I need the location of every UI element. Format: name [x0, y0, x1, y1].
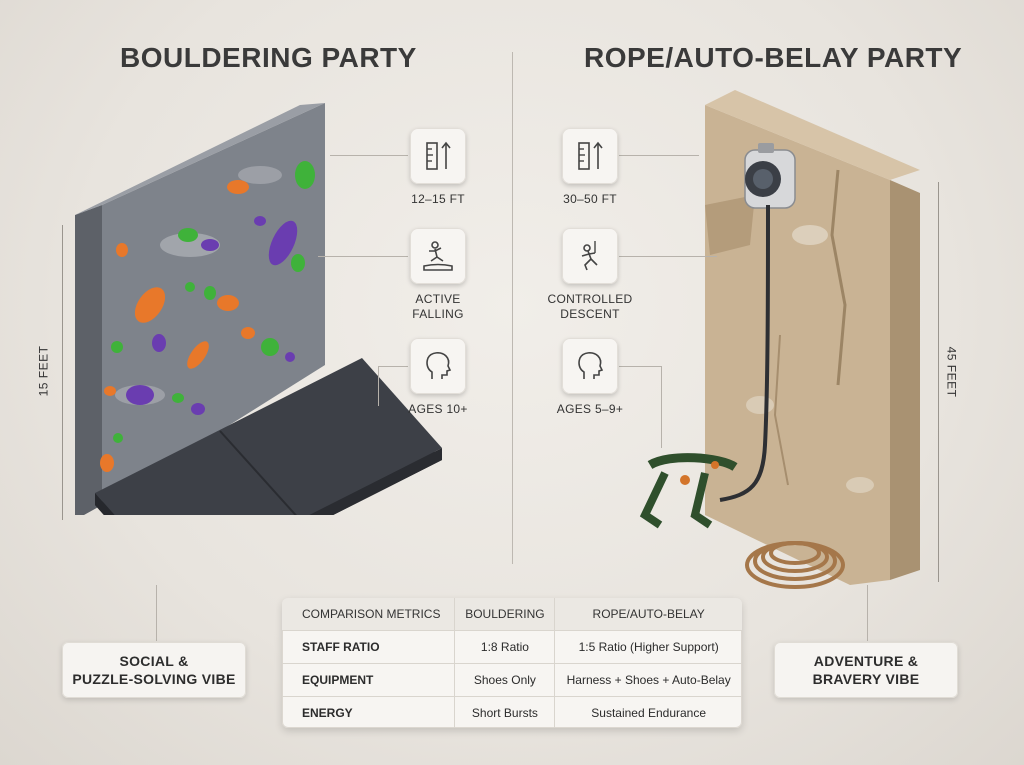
ages-card-rope [562, 338, 618, 394]
bouldering-title: BOULDERING PARTY [120, 42, 417, 73]
bouldering-wall-illustration [75, 103, 442, 515]
height-dimension-label-rope: 45 FEET [944, 346, 959, 398]
table-header-row: COMPARISON METRICS BOULDERING ROPE/AUTO-… [282, 598, 742, 631]
ages-label-rope: AGES 5–9+ [556, 402, 624, 416]
social-vibe-card: SOCIAL & PUZZLE-SOLVING VIBE [62, 642, 246, 698]
leader-line [330, 155, 408, 156]
height-dimension-line-rope [938, 182, 939, 582]
leader-line [619, 366, 661, 367]
adventure-vibe-card: ADVENTURE & BRAVERY VIBE [774, 642, 958, 698]
column-header: ROPE/AUTO-BELAY [554, 598, 742, 631]
social-vibe-label: SOCIAL & PUZZLE-SOLVING VIBE [72, 653, 236, 687]
column-header: COMPARISON METRICS [282, 598, 455, 631]
table-cell: Sustained Endurance [554, 696, 742, 728]
leader-line [318, 256, 408, 257]
height-dimension-line [62, 225, 63, 520]
descent-card [562, 228, 618, 284]
belay-cable [719, 204, 770, 502]
table-cell: Short Bursts [454, 696, 555, 728]
leader-line [619, 155, 699, 156]
leader-line [661, 366, 662, 448]
height-ruler-icon [426, 141, 451, 170]
ages-card [410, 338, 466, 394]
descent-label: CONTROLLED DESCENT [547, 292, 633, 321]
leader-line [867, 585, 868, 641]
center-divider [512, 52, 513, 564]
leader-line [619, 256, 717, 257]
table-cell: 1:8 Ratio [454, 630, 555, 664]
wall-height-card [410, 128, 466, 184]
metric-name: EQUIPMENT [282, 663, 455, 697]
auto-belay-device [744, 143, 796, 209]
climbing-harness [639, 453, 738, 529]
head-profile-icon [426, 352, 452, 379]
table-cell: Shoes Only [454, 663, 555, 697]
column-header: BOULDERING [454, 598, 555, 631]
adventure-vibe-label: ADVENTURE & BRAVERY VIBE [812, 653, 920, 687]
wall-height-label-rope: 30–50 FT [563, 192, 617, 206]
falling-person-icon [423, 241, 453, 271]
table-cell: 1:5 Ratio (Higher Support) [554, 630, 742, 664]
auto-belay-wall-illustration [639, 90, 920, 589]
table-row: ENERGY Short Bursts Sustained Endurance [282, 696, 742, 728]
table-row: STAFF RATIO 1:8 Ratio 1:5 Ratio (Higher … [282, 630, 742, 664]
climbing-holds [100, 161, 315, 472]
descending-climber-icon [581, 241, 598, 271]
leader-line [156, 585, 157, 641]
leader-line [378, 366, 379, 406]
table-cell: Harness + Shoes + Auto-Belay [554, 663, 742, 697]
rope-title: ROPE/AUTO-BELAY PARTY [584, 42, 963, 73]
metric-name: STAFF RATIO [282, 630, 455, 664]
leader-line [378, 366, 408, 367]
wall-height-card-rope [562, 128, 618, 184]
head-profile-icon [578, 352, 604, 379]
rope-coil [745, 541, 845, 589]
table-row: EQUIPMENT Shoes Only Harness + Shoes + A… [282, 663, 742, 697]
falling-label: ACTIVE FALLING [412, 292, 464, 321]
ages-label: AGES 10+ [408, 402, 468, 416]
crash-mat [95, 358, 442, 515]
comparison-table: COMPARISON METRICS BOULDERING ROPE/AUTO-… [282, 598, 742, 728]
metric-name: ENERGY [302, 706, 353, 720]
height-dimension-label: 15 FEET [36, 345, 51, 397]
falling-card [410, 228, 466, 284]
wall-height-label: 12–15 FT [411, 192, 465, 206]
height-ruler-icon [578, 141, 603, 170]
